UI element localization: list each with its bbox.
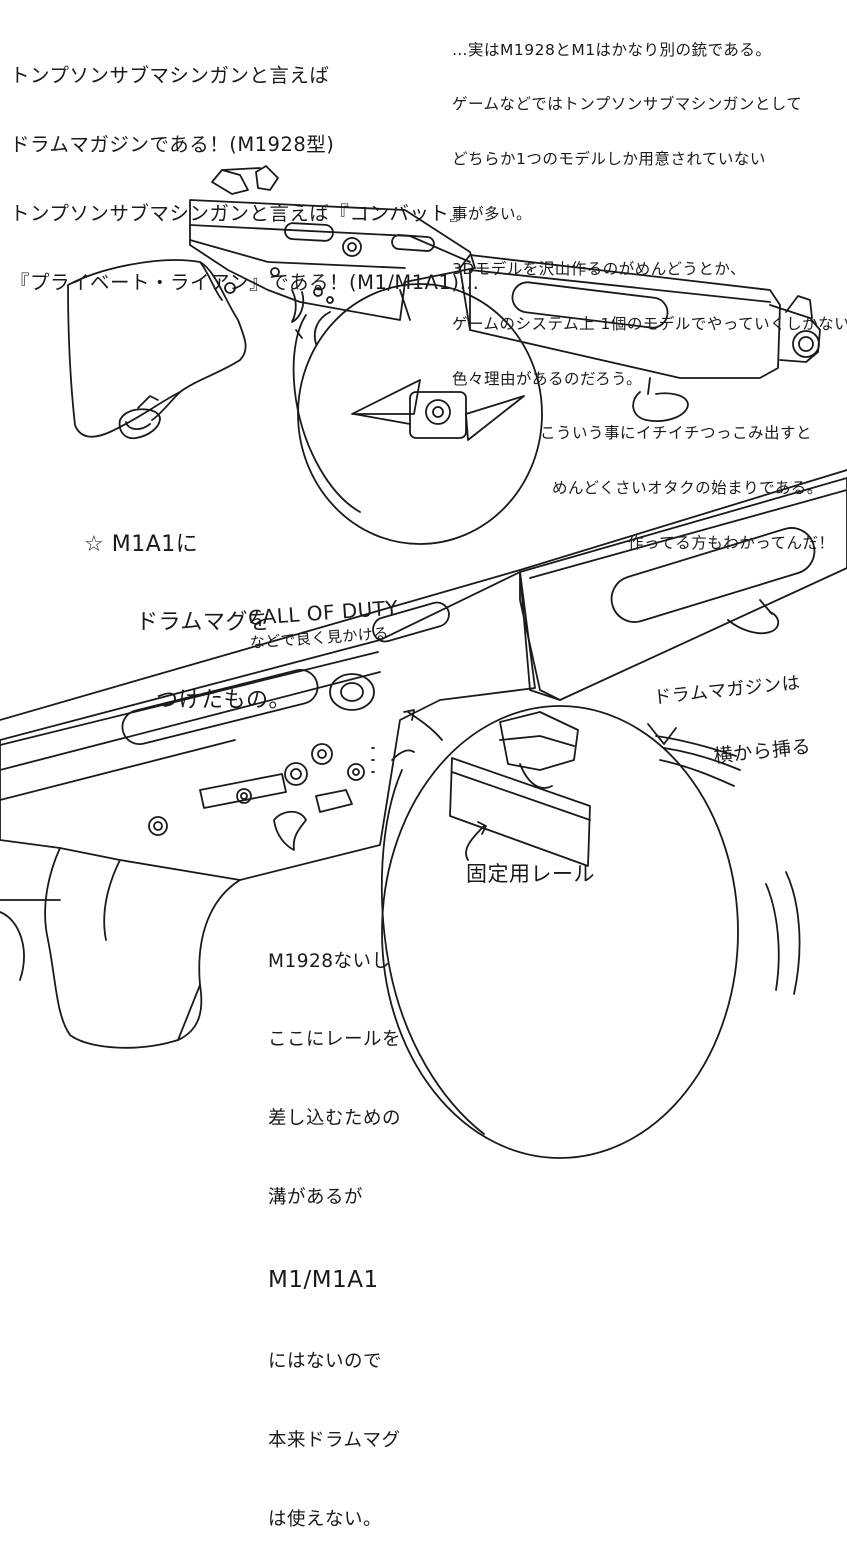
intro-note-line-3: トンプソンサブマシンガンと言えば『コンバット』 — [10, 202, 470, 225]
drum-insertion-note: ドラムマガジンは 横から挿る — [648, 630, 814, 795]
drum-insertion-line-1: ドラムマガジンは — [652, 672, 802, 710]
m1a1-note-line-3: つけたもの。 — [156, 687, 292, 713]
rear-sight — [211, 169, 249, 195]
explanation-line-5: M1/M1A1 — [268, 1266, 379, 1293]
intro-note-line-4: 『プライベート・ライアン』である！(M1/M1A1)… — [10, 271, 480, 294]
stock-sling-loop — [118, 408, 161, 440]
m1a1-note: ☆ M1A1に ドラムマグを つけたもの。 — [84, 480, 291, 740]
motion-line-2 — [785, 871, 801, 995]
m1a1-note-line-1: ☆ M1A1に — [84, 531, 199, 557]
commentary-line-4: 事が多い。 — [452, 205, 533, 224]
receiver-outline — [189, 199, 476, 321]
closeup-trigger — [273, 810, 307, 851]
rail-label: 固定用レール — [466, 862, 595, 886]
commentary-line-8: こういう事にイチイチつっこみ出すと — [540, 424, 813, 443]
closeup-drum-magazine — [380, 705, 739, 1159]
insert-arrow — [403, 709, 443, 741]
explanation-line-3: 差し込むための — [268, 1108, 402, 1130]
commentary-line-9: めんどくさいオタクの始まりである。 — [552, 479, 823, 498]
commentary-line-5: 3Dモデルを沢山作るのがめんどうとか、 — [452, 259, 747, 278]
drum-insertion-line-2: 横から挿る — [712, 735, 813, 768]
top-drum-magazine — [292, 283, 543, 545]
commentary-line-10: 作ってる方もわかってんだ！ — [628, 534, 835, 553]
slide-arrow-3 — [655, 735, 737, 757]
front-sight — [785, 295, 813, 319]
intro-note: トンプソンサブマシンガンと言えば ドラムマガジンである！(M1928型) トンプ… — [10, 18, 480, 317]
m1928-explanation-note: M1928ないし ここにレールを 差し込むための 溝があるが M1/M1A1 に… — [268, 896, 401, 1559]
closeup-gun-drawing — [0, 469, 847, 1159]
closeup-pistol-grip — [44, 847, 241, 1049]
explanation-line-7: 本来ドラムマグ — [268, 1429, 401, 1451]
explanation-line-6: にはないので — [268, 1350, 383, 1372]
closeup-receiver — [0, 571, 536, 881]
drum-rail — [449, 757, 591, 867]
top-gun-drawing — [67, 165, 821, 545]
front-sling-swivel — [632, 391, 689, 422]
call-of-duty-note: CALL OF DUTY などで良く見かける — [232, 573, 401, 655]
commentary-line-6: ゲームのシステム上 1個のモデルでやっていくしかないとか — [452, 314, 847, 333]
explanation-line-2: ここにレールを — [268, 1029, 402, 1051]
explanation-line-4: 溝があるが — [268, 1186, 364, 1208]
commentary-line-1: …実はM1928とM1はかなり別の銃である。 — [452, 40, 772, 59]
intro-note-line-1: トンプソンサブマシンガンと言えば — [10, 64, 330, 87]
rail-arrow — [465, 821, 487, 861]
commentary-line-3: どちらか1つのモデルしか用意されていない — [452, 150, 766, 169]
explanation-line-8: は使えない。 — [268, 1508, 383, 1530]
explanation-line-1: M1928ないし — [268, 950, 391, 972]
slide-arrow-1 — [647, 723, 741, 771]
m1a1-note-line-2: ドラムマグを — [136, 609, 271, 635]
intro-note-line-2: ドラムマガジンである！(M1928型) — [10, 133, 335, 156]
handguard — [459, 254, 781, 379]
sketch-illustration — [0, 165, 847, 1159]
slide-arrow-2 — [659, 759, 735, 787]
game-commentary-note: …実はM1928とM1はかなり別の銃である。 ゲームなどではトンプソンサブマシン… — [452, 4, 847, 571]
commentary-line-7: 色々理由があるのだろう。 — [452, 369, 643, 388]
commentary-line-2: ゲームなどではトンプソンサブマシンガンとして — [452, 95, 803, 114]
motion-line-1 — [765, 883, 780, 991]
